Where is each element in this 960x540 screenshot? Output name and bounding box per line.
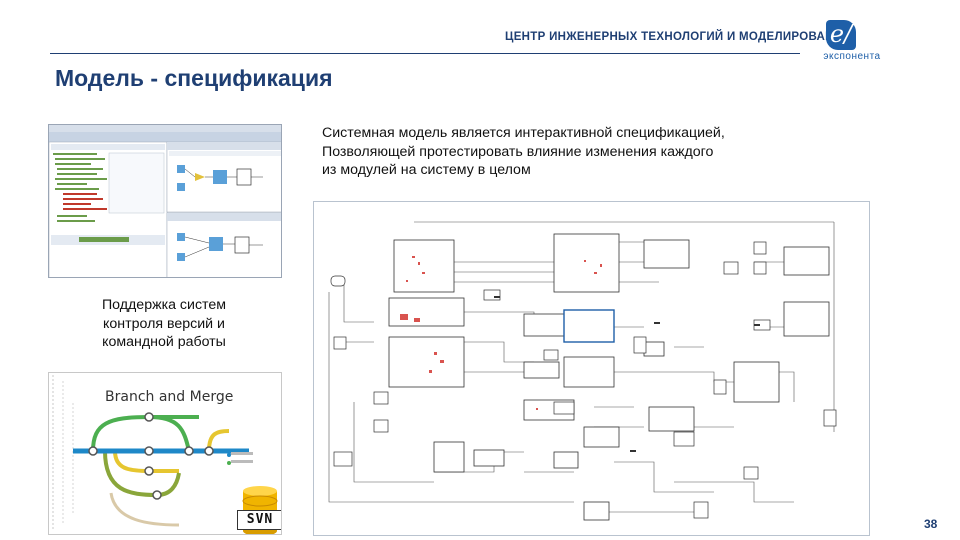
version-control-caption: Поддержка систем контроля версий и коман… <box>58 296 270 352</box>
slide-title: Модель - спецификация <box>55 65 333 91</box>
svn-label: SVN <box>237 510 281 530</box>
svn-database-icon: SVN <box>237 481 281 534</box>
system-model-diagram <box>313 201 870 536</box>
page-number: 38 <box>924 517 938 531</box>
logo-text: экспонента <box>823 51 881 62</box>
branch-diagram <box>52 375 253 529</box>
branch-merge-title: Branch and Merge <box>105 389 234 405</box>
description-line: Системная модель является интерактивной … <box>322 125 725 141</box>
branch-merge-panel: Branch and Merge SVN <box>48 372 282 535</box>
description-text: Системная модель является интерактивной … <box>322 124 862 180</box>
header-divider <box>50 53 800 54</box>
project-screenshot <box>48 124 282 278</box>
description-line: Позволяющей протестировать влияние измен… <box>322 143 714 160</box>
exponenta-logo: e/ экспонента <box>807 20 897 68</box>
caption-line: Поддержка систем <box>101 297 227 313</box>
project-screenshot-image <box>49 125 281 277</box>
caption-line: контроля версий и <box>103 315 225 332</box>
company-name: ЦЕНТР ИНЖЕНЕРНЫХ ТЕХНОЛОГИЙ И МОДЕЛИРОВА… <box>505 31 851 43</box>
caption-line: командной работы <box>102 334 226 350</box>
logo-mark: e/ <box>826 20 856 50</box>
block-diagram <box>328 221 837 521</box>
description-line: из модулей на систему в целом <box>322 162 531 178</box>
